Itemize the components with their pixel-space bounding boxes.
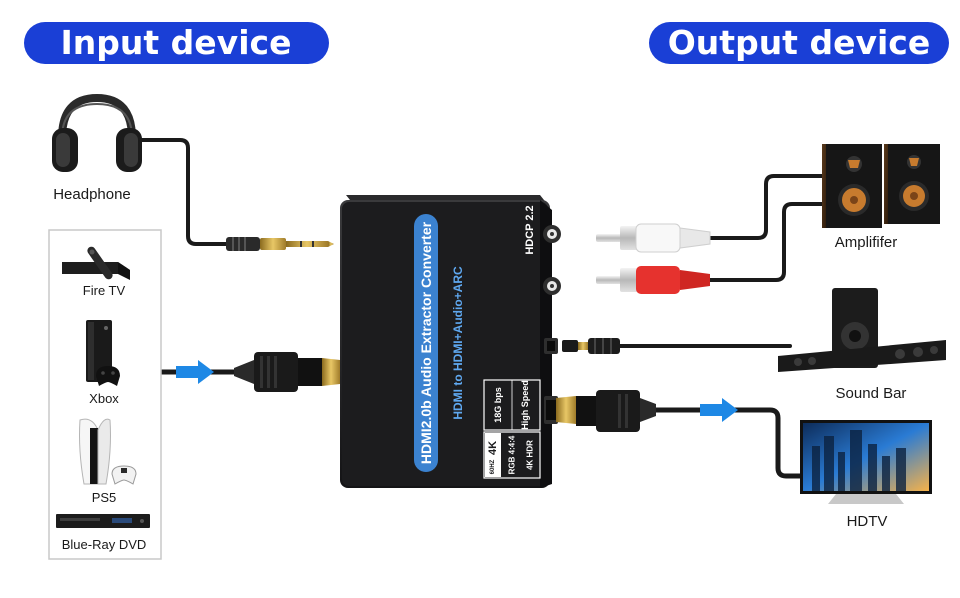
soundbar-icon bbox=[778, 288, 946, 372]
soundbar-label: Sound Bar bbox=[836, 385, 907, 402]
amplifier-speakers-icon bbox=[822, 144, 940, 228]
badge-speed: High Speed bbox=[520, 380, 530, 430]
rca-red-plug-icon bbox=[596, 266, 710, 294]
optical-plug-icon bbox=[562, 338, 620, 354]
hdtv-icon bbox=[800, 420, 932, 504]
rca-red-cable bbox=[708, 202, 828, 282]
ps5-icon bbox=[79, 418, 137, 485]
device-badges: 18G bps High Speed 4K 60HZ RGB 4:4:4 4K … bbox=[483, 379, 541, 479]
badge-bps: 18G bps bbox=[493, 387, 503, 423]
bluray-label: Blue-Ray DVD bbox=[62, 537, 147, 552]
aux-plug-icon bbox=[226, 237, 334, 251]
input-arrow bbox=[176, 360, 214, 384]
hdmi-output-plug-icon bbox=[556, 390, 656, 432]
fire-tv-icon bbox=[62, 246, 130, 280]
input-device-title: Input device bbox=[61, 23, 292, 62]
rca-white-plug-icon bbox=[596, 223, 711, 253]
badge-rgb: RGB 4:4:4 bbox=[508, 435, 517, 474]
output-device-title: Output device bbox=[668, 23, 930, 62]
xbox-label: Xbox bbox=[89, 391, 119, 406]
audio-extractor-device: HDMI2.0b Audio Extractor Converter HDMI … bbox=[340, 195, 561, 488]
hdmi-output-cable bbox=[647, 407, 811, 479]
bluray-player-icon bbox=[56, 514, 150, 528]
side-ports bbox=[543, 225, 561, 424]
fire-tv-label: Fire TV bbox=[83, 283, 126, 298]
headphone-cable bbox=[138, 138, 230, 246]
rca-white-cable bbox=[708, 174, 828, 240]
device-subtitle: HDMI to HDMI+Audio+ARC bbox=[451, 266, 465, 420]
xbox-icon bbox=[86, 320, 120, 386]
device-title-band bbox=[414, 214, 438, 472]
ps5-label: PS5 bbox=[92, 490, 117, 505]
hdmi-input-plug-icon bbox=[234, 352, 340, 392]
output-arrow bbox=[700, 398, 738, 422]
badge-hz: 60HZ bbox=[490, 459, 496, 474]
device-hdcp-label: HDCP 2.2 bbox=[524, 205, 536, 254]
device-title: HDMI2.0b Audio Extractor Converter bbox=[418, 221, 434, 464]
badge-hdr: 4K HDR bbox=[526, 440, 535, 470]
headphone-icon bbox=[52, 93, 142, 172]
badge-4k: 4K bbox=[487, 441, 499, 455]
headphone-label: Headphone bbox=[53, 186, 131, 203]
output-device-header: Output device bbox=[649, 22, 949, 64]
input-device-header: Input device bbox=[24, 22, 329, 64]
hdtv-label: HDTV bbox=[847, 513, 888, 530]
amplifier-label: Amplififer bbox=[835, 234, 898, 251]
input-sources-panel: Fire TV Xbox PS5 Blue-Ray DVD bbox=[48, 229, 162, 560]
